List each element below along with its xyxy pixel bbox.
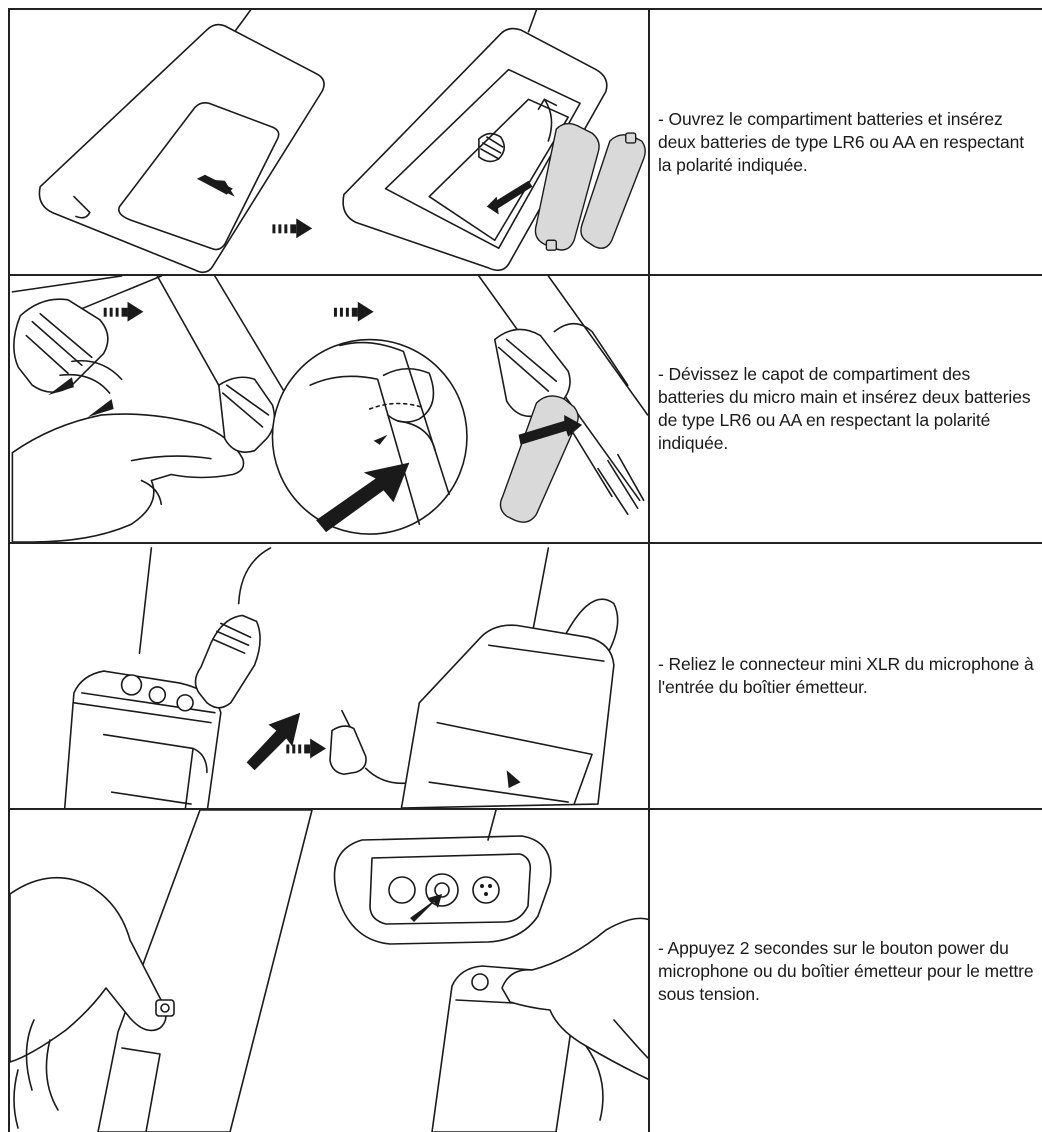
- bodypack-battery-open-illustration: [10, 10, 650, 274]
- step-1-illustration: [10, 10, 650, 274]
- step-1-text-cell: - Ouvrez le compartiment batteries et in…: [650, 10, 1042, 274]
- power-on-illustration: [10, 810, 650, 1132]
- step-1-instruction: - Ouvrez le compartiment batteries et in…: [658, 108, 1036, 177]
- step-2-text-cell: - Dévissez le capot de compartiment des …: [650, 276, 1042, 542]
- battery-icon: [500, 396, 578, 522]
- magnifier-circle: [272, 340, 467, 535]
- step-2-instruction: - Dévissez le capot de compartiment des …: [658, 363, 1036, 455]
- step-row-1: - Ouvrez le compartiment batteries et in…: [10, 10, 1042, 276]
- instruction-table: - Ouvrez le compartiment batteries et in…: [8, 8, 1042, 1132]
- step-3-instruction: - Reliez le connecteur mini XLR du micro…: [658, 653, 1036, 699]
- step-row-4: - Appuyez 2 secondes sur le bouton power…: [10, 810, 1042, 1132]
- step-3-text-cell: - Reliez le connecteur mini XLR du micro…: [650, 544, 1042, 808]
- mini-xlr-connection-illustration: [10, 544, 650, 808]
- step-2-illustration: [10, 276, 650, 542]
- step-3-illustration: [10, 544, 650, 808]
- step-4-illustration: [10, 810, 650, 1132]
- step-row-3: - Reliez le connecteur mini XLR du micro…: [10, 544, 1042, 810]
- transition-arrow-icon: [272, 218, 312, 238]
- step-4-text-cell: - Appuyez 2 secondes sur le bouton power…: [650, 810, 1042, 1132]
- transition-arrow-icon: [104, 302, 144, 322]
- handheld-battery-illustration: [10, 276, 650, 542]
- step-row-2: - Dévissez le capot de compartiment des …: [10, 276, 1042, 544]
- transition-arrow-icon: [334, 302, 374, 322]
- step-4-instruction: - Appuyez 2 secondes sur le bouton power…: [658, 937, 1036, 1006]
